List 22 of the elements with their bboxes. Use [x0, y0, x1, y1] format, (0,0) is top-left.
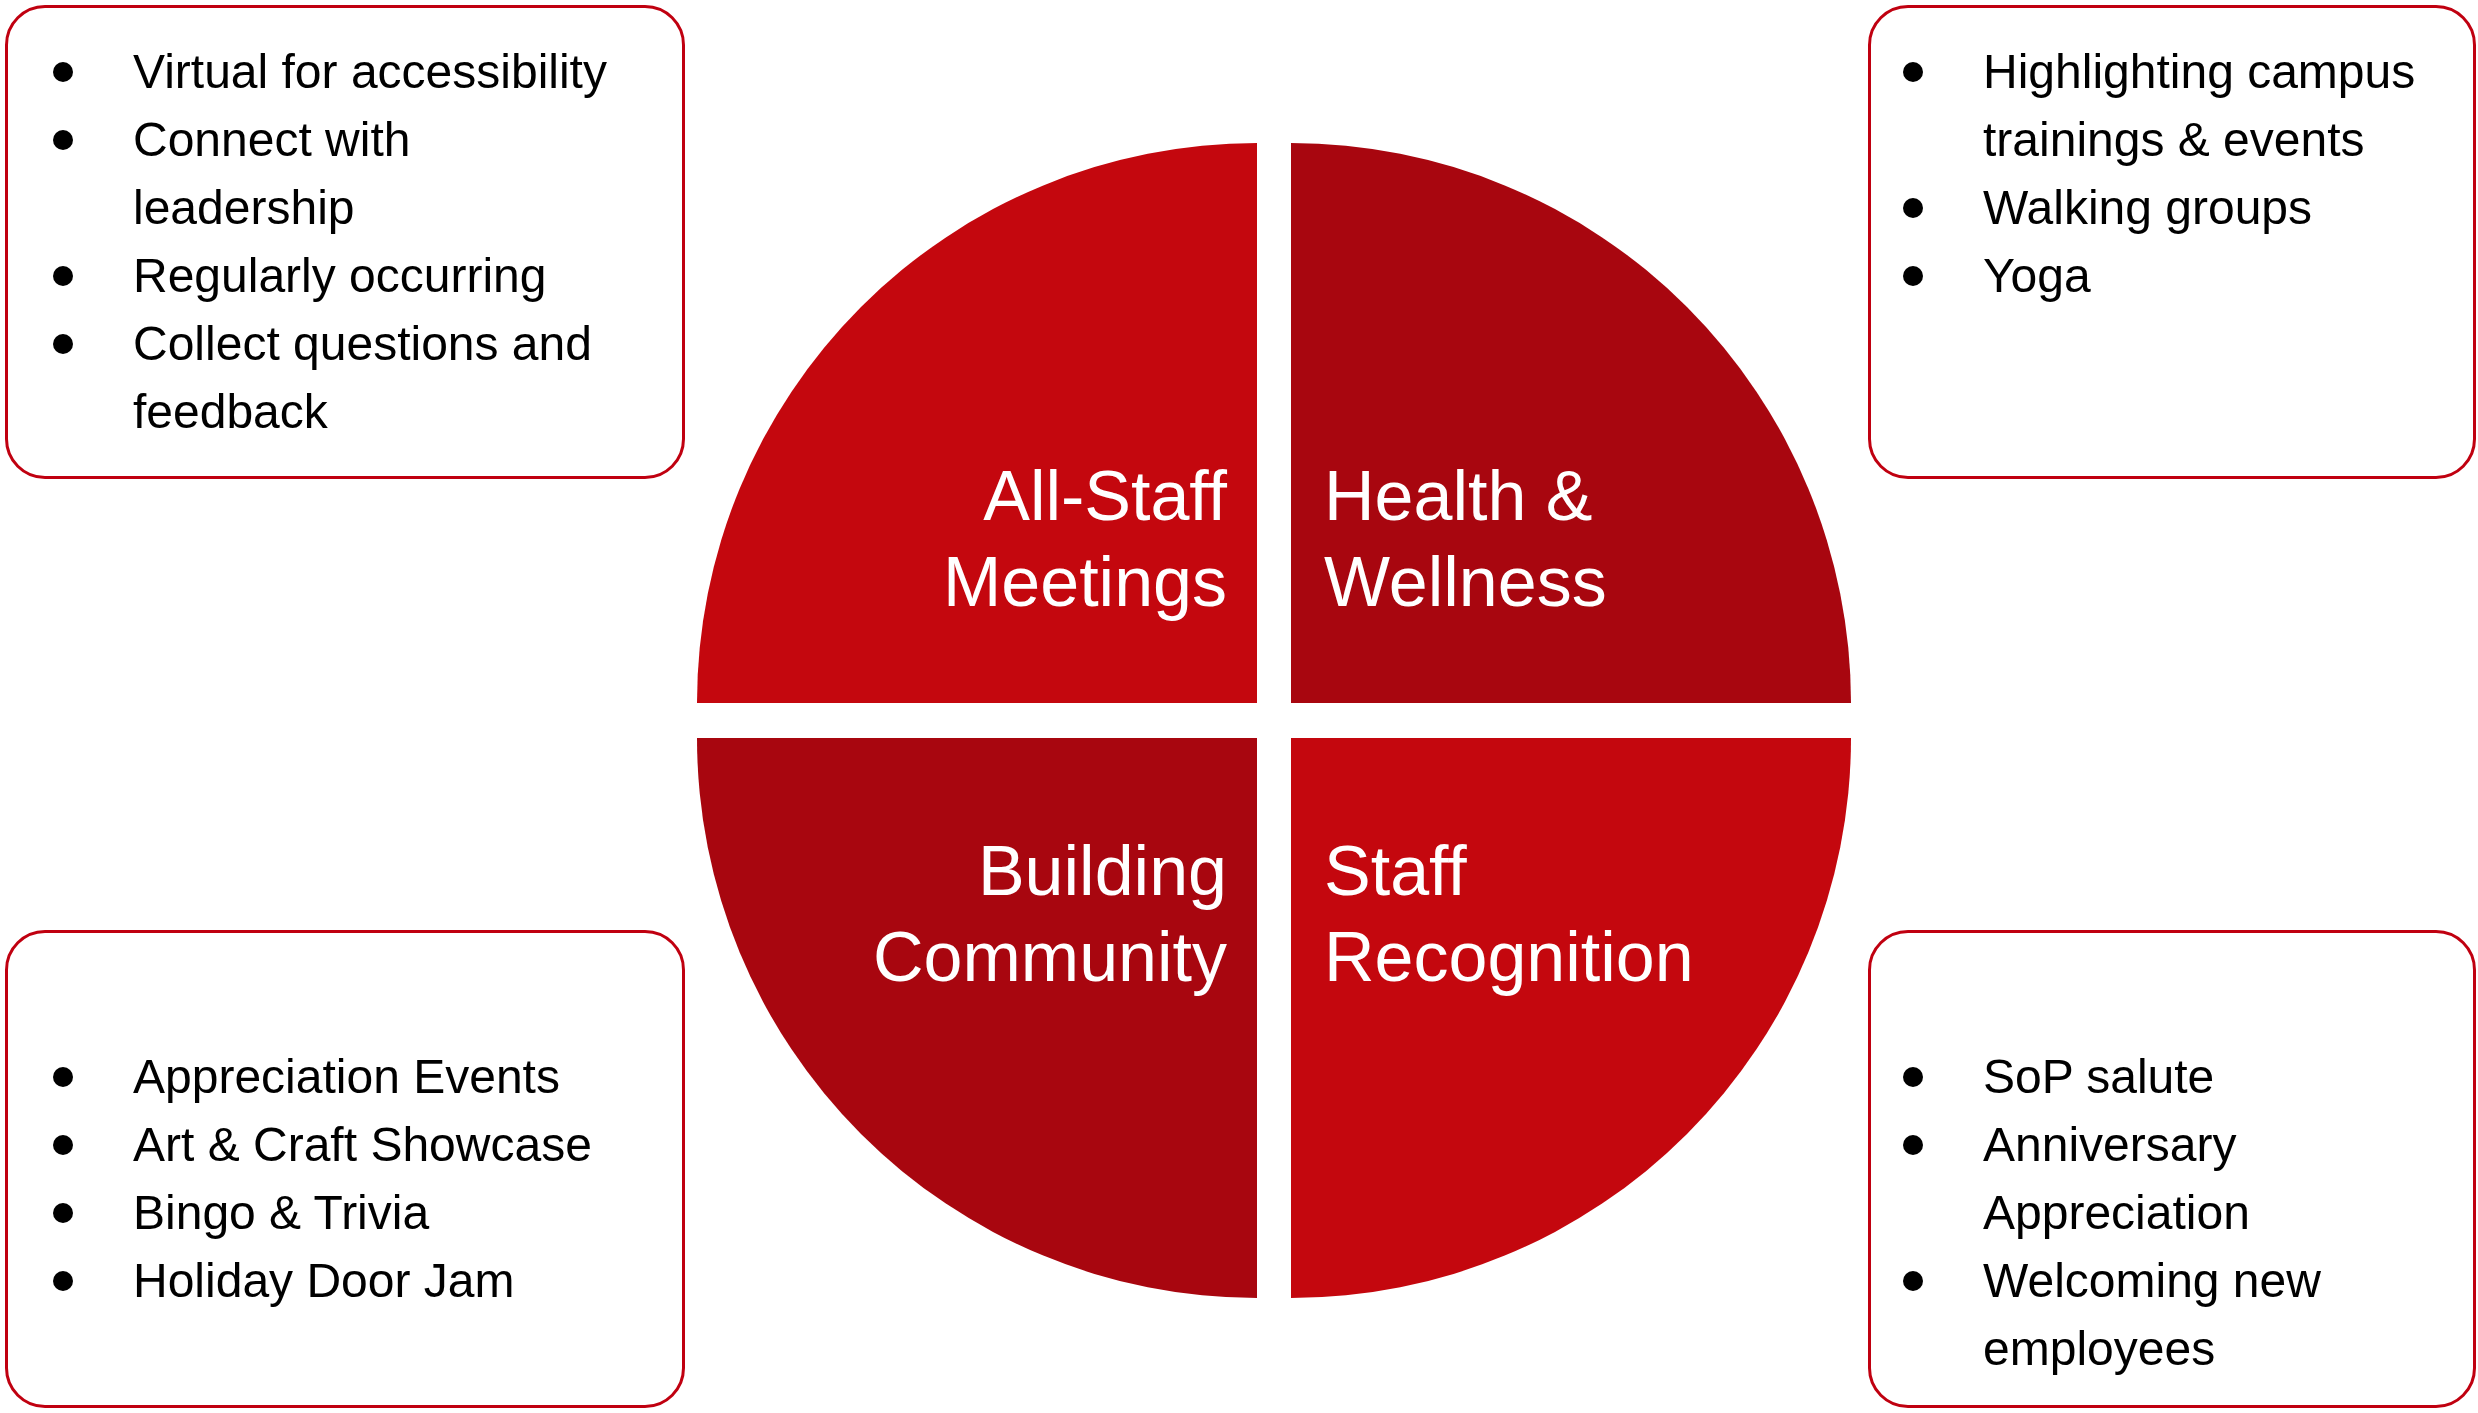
list-item-text: Walking groups	[1983, 180, 2313, 236]
list-item-text: Holiday Door Jam	[133, 1253, 515, 1309]
quadrant-title: Building Community	[872, 831, 1227, 998]
list-item-text: Art & Craft Showcase	[133, 1117, 592, 1173]
quadrant-title: Health & Wellness	[1324, 456, 1608, 623]
list-item-text: Highlighting campus trainings & events	[1983, 44, 2417, 168]
list-item-text: Appreciation Events	[133, 1049, 560, 1105]
list-item-text: Anniversary Appreciation	[1983, 1117, 2251, 1241]
list-item-text: SoP salute	[1983, 1049, 2215, 1105]
list-item-text: Welcoming new employees	[1983, 1253, 2322, 1377]
rounded-box	[5, 5, 685, 479]
list-item-text: Collect questions and feedback	[133, 316, 593, 440]
list-item-text: Regularly occurring	[133, 248, 547, 304]
list-item-text: Connect with leadership	[133, 112, 412, 236]
rounded-box	[1868, 5, 2476, 479]
rounded-box	[5, 930, 685, 1408]
rounded-box	[1868, 930, 2476, 1408]
quadrant-title: Staff Recognition	[1324, 831, 1695, 998]
list-item-text: Yoga	[1983, 248, 2091, 304]
list-item-text: Virtual for accessibility	[133, 44, 607, 100]
list-item-text: Bingo & Trivia	[133, 1185, 430, 1241]
quadrant-title: All-Staff Meetings	[941, 456, 1227, 623]
